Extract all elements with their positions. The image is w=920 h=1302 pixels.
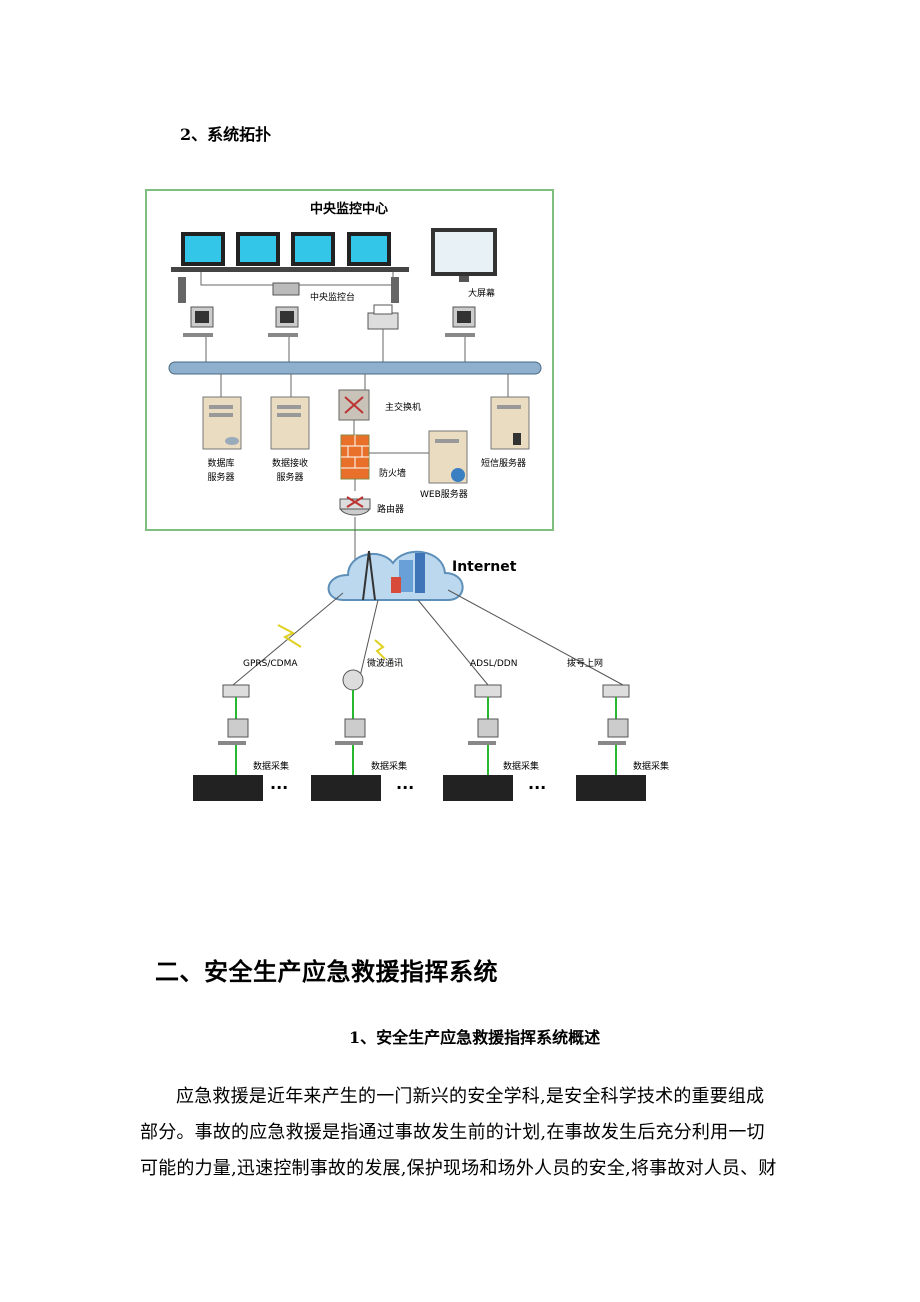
center-title: 中央监控中心 <box>310 201 388 217</box>
db-server-label-2: 服务器 <box>207 471 234 483</box>
console-leg <box>391 277 399 303</box>
modem-icon <box>602 684 630 698</box>
router-label: 路由器 <box>377 503 404 515</box>
paragraph-line: 部分。事故的应急救援是指通过事故发生前的计划,在事故发生后充分利用一切 <box>140 1122 765 1143</box>
rtu-rack-icon <box>193 775 263 801</box>
rtu-rack-icon <box>443 775 513 801</box>
receive-server-label-2: 服务器 <box>276 471 303 483</box>
collector-pc-icon <box>344 718 366 738</box>
internet-label: Internet <box>452 559 517 575</box>
main-switch-label: 主交换机 <box>385 401 421 413</box>
sms-server-label: 短信服务器 <box>481 457 526 469</box>
big-screen-label: 大屏幕 <box>468 287 495 299</box>
collector-pc-icon <box>227 718 249 738</box>
collect-label: 数据采集 <box>253 760 289 772</box>
modem-icon <box>474 684 502 698</box>
firewall-label: 防火墙 <box>379 467 406 479</box>
remote-site-dialup <box>576 684 646 801</box>
collect-label: 数据采集 <box>503 760 539 772</box>
web-server-icon <box>428 430 468 484</box>
link-label-dialup: 拨号上网 <box>567 657 603 669</box>
workstation-icon <box>268 306 299 337</box>
paragraph-line: 应急救援是近年来产生的一门新兴的安全学科,是安全科学技术的重要组成 <box>176 1086 765 1107</box>
database-server-icon <box>202 396 242 450</box>
sms-server-icon <box>490 396 530 450</box>
monitor-icon <box>236 232 280 266</box>
printer-icon <box>367 304 399 330</box>
firewall-icon <box>340 434 370 480</box>
remote-site-gprs <box>193 684 263 801</box>
db-server-label-1: 数据库 <box>207 457 234 469</box>
chapter-heading: 二、安全生产应急救援指挥系统 <box>155 957 498 986</box>
backbone-bus <box>168 361 542 375</box>
collector-pc-icon <box>477 718 499 738</box>
main-switch-icon <box>338 389 370 421</box>
remote-site-adsl <box>443 684 513 801</box>
ellipsis: ··· <box>270 778 288 797</box>
collector-pc-icon <box>607 718 629 738</box>
receive-server-label-1: 数据接收 <box>272 457 308 469</box>
link-label-gprs: GPRS/CDMA <box>243 659 298 669</box>
console-desk <box>171 267 409 272</box>
collect-label: 数据采集 <box>371 760 407 772</box>
console-label: 中央监控台 <box>310 291 355 303</box>
router-icon <box>339 496 371 516</box>
remote-site-microwave <box>311 669 381 801</box>
ellipsis: ··· <box>396 778 414 797</box>
monitor-icon <box>291 232 335 266</box>
system-topology-diagram: 中央监控中心 中央监控台 大屏幕 数据库 服务器 数据接收 服务器 主交换机 防… <box>145 189 669 801</box>
paragraph-line: 可能的力量,迅速控制事故的发展,保护现场和场外人员的安全,将事故对人员、财 <box>140 1158 777 1179</box>
link-label-adsl: ADSL/DDN <box>470 659 517 669</box>
workstation-icon <box>183 306 214 337</box>
section-heading: 2、系统拓扑 <box>180 125 272 144</box>
subsection-heading: 1、安全生产应急救援指挥系统概述 <box>349 1028 601 1047</box>
web-server-label: WEB服务器 <box>420 488 468 500</box>
rtu-rack-icon <box>311 775 381 801</box>
rtu-rack-icon <box>576 775 646 801</box>
microwave-dish-icon <box>342 669 364 691</box>
monitor-icon <box>181 232 225 266</box>
console-leg <box>178 277 186 303</box>
console-unit-icon <box>272 282 300 296</box>
collect-label: 数据采集 <box>633 760 669 772</box>
link-label-microwave: 微波通讯 <box>367 657 403 669</box>
internet-cloud-icon <box>327 550 464 601</box>
receive-server-icon <box>270 396 310 450</box>
console-monitors <box>181 232 391 266</box>
workstation-icon <box>445 306 476 337</box>
modem-icon <box>222 684 250 698</box>
ellipsis: ··· <box>528 778 546 797</box>
monitor-icon <box>347 232 391 266</box>
big-screen-icon <box>431 228 497 282</box>
